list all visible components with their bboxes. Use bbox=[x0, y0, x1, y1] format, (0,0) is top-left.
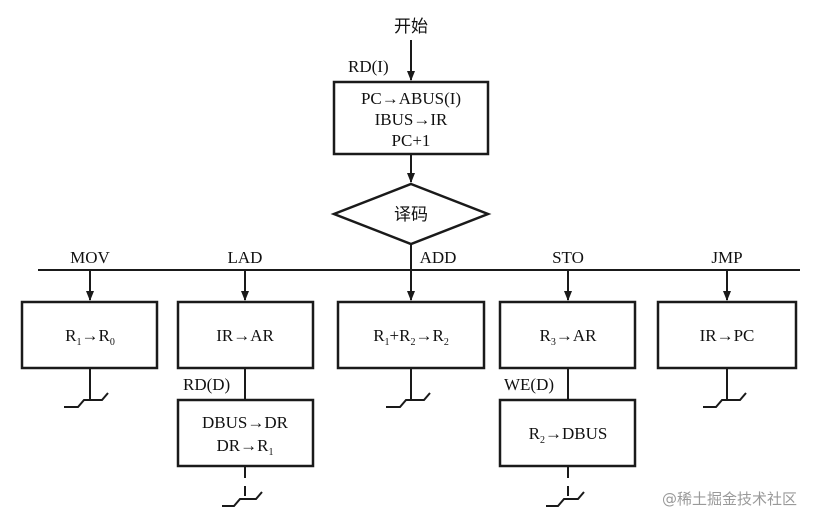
decode-label: 译码 bbox=[394, 205, 428, 225]
fetch-line-1: PC→ABUS(I) bbox=[361, 89, 461, 108]
jmp-box bbox=[656, 300, 798, 370]
fetch-line-3: PC+1 bbox=[392, 131, 431, 150]
lad-text: IR→AR bbox=[216, 326, 274, 345]
lad-step2-line2: DR→R1 bbox=[217, 436, 274, 458]
op-label-jmp: JMP bbox=[711, 248, 742, 267]
mov-text: R1→R0 bbox=[65, 326, 115, 348]
mov-end-mark bbox=[64, 392, 109, 408]
sto-text: R3→AR bbox=[540, 326, 598, 348]
op-label-mov: MOV bbox=[70, 248, 110, 267]
start-label: 开始 bbox=[394, 17, 428, 37]
op-label-lad: LAD bbox=[228, 248, 263, 267]
jmp-text: IR→PC bbox=[700, 326, 755, 345]
lad-box bbox=[176, 300, 315, 370]
sto-box bbox=[498, 300, 637, 370]
fetch-step-label: RD(I) bbox=[348, 57, 389, 76]
lad-step2-box bbox=[176, 398, 315, 468]
add-end-mark bbox=[386, 392, 431, 408]
add-text: R1+R2→R2 bbox=[373, 326, 449, 348]
lad-step-label: RD(D) bbox=[183, 375, 230, 394]
op-label-sto: STO bbox=[552, 248, 584, 267]
sto-step2-box bbox=[498, 398, 637, 468]
sto-step2-text: R2→DBUS bbox=[529, 424, 608, 446]
fetch-line-2: IBUS→IR bbox=[375, 110, 448, 129]
op-label-add: ADD bbox=[420, 248, 457, 267]
watermark: @稀土掘金技术社区 bbox=[662, 490, 797, 508]
lad-step2-line1: DBUS→DR bbox=[202, 413, 289, 432]
lad-end-mark bbox=[222, 491, 263, 507]
jmp-end-mark bbox=[703, 392, 747, 408]
add-box bbox=[336, 300, 486, 370]
sto-step-label: WE(D) bbox=[504, 375, 554, 394]
sto-end-mark bbox=[546, 491, 585, 507]
